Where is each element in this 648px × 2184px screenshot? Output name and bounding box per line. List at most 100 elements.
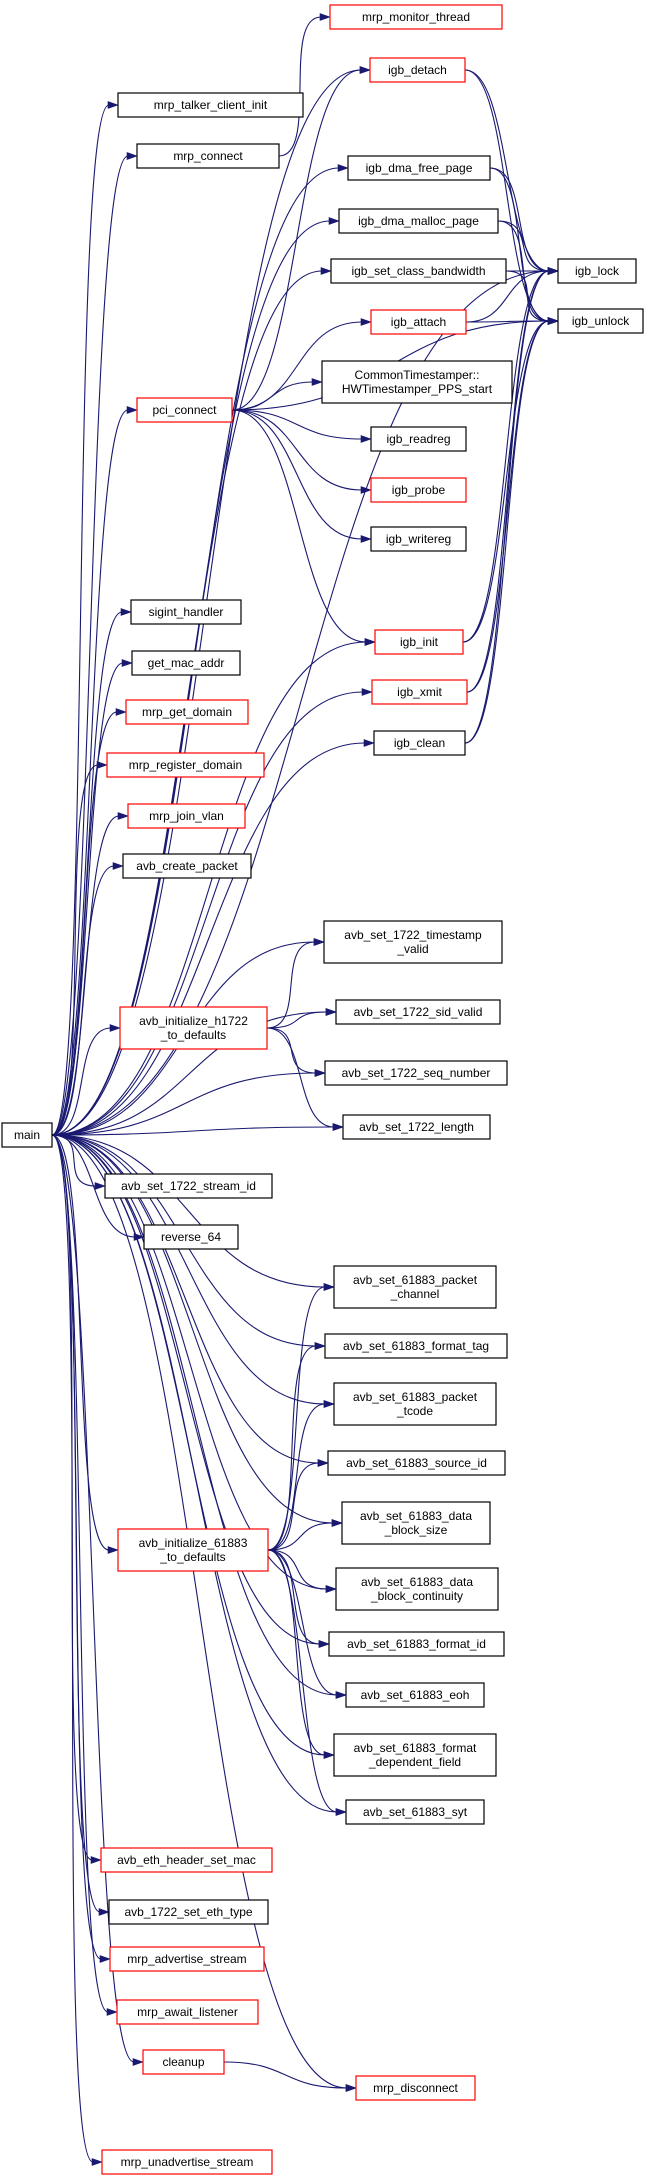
function-node-avb_create_packet[interactable]: avb_create_packet — [122, 853, 252, 879]
function-node-box — [370, 426, 467, 452]
function-node-main[interactable]: main — [1, 1122, 53, 1148]
function-node-label: reverse_64 — [161, 1230, 221, 1244]
call-edge-igb_xmit-to-igb_lock — [466, 267, 559, 693]
function-node-avb_set_1722_length[interactable]: avb_set_1722_length — [342, 1114, 491, 1140]
function-node-mrp_monitor_thread[interactable]: mrp_monitor_thread — [329, 4, 503, 30]
call-edge-main-to-mrp_advertise_stream — [51, 1134, 111, 1963]
call-edge-pci_connect-to-igb_readreg — [231, 409, 372, 443]
call-edge-main-to-mrp_register_domain — [51, 761, 108, 1136]
function-node-box — [338, 208, 499, 234]
function-node-sigint_handler[interactable]: sigint_handler — [130, 599, 242, 625]
call-edge-main-to-mrp_await_listener — [51, 1134, 118, 2016]
function-node-label: pci_connect — [152, 403, 217, 417]
function-node-avb_initialize_61883_to_defaults[interactable]: avb_initialize_61883_to_defaults — [117, 1528, 269, 1572]
function-node-label: mrp_disconnect — [373, 2081, 458, 2095]
function-node-box — [355, 2075, 476, 2101]
function-node-mrp_talker_client_init[interactable]: mrp_talker_client_init — [117, 92, 304, 118]
function-node-igb_set_class_bandwidth[interactable]: igb_set_class_bandwidth — [330, 258, 507, 284]
function-node-mrp_advertise_stream[interactable]: mrp_advertise_stream — [109, 1946, 265, 1972]
function-node-avb_set_61883_format_id[interactable]: avb_set_61883_format_id — [328, 1631, 505, 1657]
function-node-mrp_register_domain[interactable]: mrp_register_domain — [106, 752, 265, 778]
call-edge-pci_connect-to-igb_detach — [231, 66, 371, 411]
function-node-avb_set_61883_format_dependent_field[interactable]: avb_set_61883_format_dependent_field — [333, 1733, 497, 1777]
function-node-label: avb_set_61883_syt — [363, 1805, 468, 1819]
function-node-label: _to_defaults — [160, 1028, 226, 1042]
function-node-igb_detach[interactable]: igb_detach — [369, 57, 466, 83]
call-edge-avb_initialize_61883_to_defaults-to-avb_set_61883_packet_channel — [267, 1283, 335, 1551]
function-node-avb_initialize_h1722_to_defaults[interactable]: avb_initialize_h1722_to_defaults — [119, 1006, 268, 1050]
function-node-mrp_get_domain[interactable]: mrp_get_domain — [125, 699, 249, 725]
function-node-avb_1722_set_eth_type[interactable]: avb_1722_set_eth_type — [108, 1899, 269, 1925]
call-edge-main-to-avb_create_packet — [51, 862, 124, 1136]
function-node-box — [328, 1631, 505, 1657]
function-node-avb_set_1722_sid_valid[interactable]: avb_set_1722_sid_valid — [335, 999, 501, 1025]
function-node-label: igb_readreg — [386, 432, 450, 446]
function-node-box — [131, 650, 241, 676]
function-node-box — [122, 853, 252, 879]
function-node-label: _dependent_field — [368, 1755, 461, 1769]
function-node-box — [369, 57, 466, 83]
function-node-avb_set_61883_packet_channel[interactable]: avb_set_61883_packet_channel — [333, 1265, 497, 1309]
call-edge-avb_initialize_61883_to_defaults-to-avb_set_61883_syt — [267, 1549, 347, 1816]
call-edge-main-to-sigint_handler — [51, 608, 132, 1136]
call-edge-main-to-avb_set_61883_packet_channel — [51, 1134, 335, 1291]
function-node-pci_connect[interactable]: pci_connect — [136, 397, 233, 423]
call-edge-main-to-mrp_connect — [51, 152, 138, 1136]
function-node-igb_dma_malloc_page[interactable]: igb_dma_malloc_page — [338, 208, 499, 234]
function-node-avb_set_1722_seq_number[interactable]: avb_set_1722_seq_number — [324, 1060, 508, 1086]
function-node-avb_set_61883_data_block_size[interactable]: avb_set_61883_data_block_size — [341, 1501, 491, 1545]
function-node-avb_eth_header_set_mac[interactable]: avb_eth_header_set_mac — [100, 1847, 273, 1873]
function-node-get_mac_addr[interactable]: get_mac_addr — [131, 650, 241, 676]
function-node-mrp_join_vlan[interactable]: mrp_join_vlan — [127, 803, 246, 829]
function-node-label: igb_unlock — [572, 314, 630, 328]
function-node-box — [335, 1567, 499, 1611]
function-node-label: _tcode — [396, 1404, 433, 1418]
function-node-igb_attach[interactable]: igb_attach — [370, 309, 467, 335]
function-node-avb_set_61883_format_tag[interactable]: avb_set_61883_format_tag — [324, 1333, 508, 1359]
call-edge-pci_connect-to-igb_probe — [231, 409, 372, 494]
function-node-mrp_unadvertise_stream[interactable]: mrp_unadvertise_stream — [101, 2149, 273, 2175]
function-node-box — [117, 92, 304, 118]
function-node-igb_probe[interactable]: igb_probe — [370, 477, 467, 503]
function-node-igb_lock[interactable]: igb_lock — [557, 258, 637, 284]
function-node-label: igb_attach — [391, 315, 446, 329]
function-node-avb_set_61883_syt[interactable]: avb_set_61883_syt — [345, 1799, 485, 1825]
function-node-box — [136, 397, 233, 423]
function-node-box — [341, 1501, 491, 1545]
function-node-igb_xmit[interactable]: igb_xmit — [371, 679, 468, 705]
call-edge-avb_initialize_h1722_to_defaults-to-avb_set_1722_length — [266, 1027, 344, 1131]
function-node-box — [136, 143, 280, 169]
function-node-label: igb_dma_free_page — [366, 161, 473, 175]
call-edge-igb_clean-to-igb_lock — [464, 267, 559, 744]
function-node-avb_set_61883_packet_tcode[interactable]: avb_set_61883_packet_tcode — [333, 1382, 497, 1426]
function-node-reverse_64[interactable]: reverse_64 — [143, 1224, 239, 1250]
function-node-box — [106, 752, 265, 778]
function-node-label: igb_set_class_bandwidth — [351, 264, 485, 278]
function-node-avb_set_61883_eoh[interactable]: avb_set_61883_eoh — [345, 1682, 485, 1708]
function-node-label: igb_detach — [388, 63, 447, 77]
function-node-igb_init[interactable]: igb_init — [374, 629, 464, 655]
function-node-hwts_pps_start[interactable]: CommonTimestamper::HWTimestamper_PPS_sta… — [321, 360, 513, 404]
function-node-igb_unlock[interactable]: igb_unlock — [557, 308, 644, 334]
function-node-cleanup[interactable]: cleanup — [142, 2049, 225, 2075]
function-node-igb_writereg[interactable]: igb_writereg — [370, 526, 467, 552]
function-node-label: avb_initialize_61883 — [139, 1536, 248, 1550]
function-node-mrp_connect[interactable]: mrp_connect — [136, 143, 280, 169]
function-node-igb_readreg[interactable]: igb_readreg — [370, 426, 467, 452]
call-edge-pci_connect-to-hwts_pps_start — [231, 378, 323, 411]
function-node-igb_clean[interactable]: igb_clean — [373, 730, 466, 756]
function-node-avb_set_1722_timestamp_valid[interactable]: avb_set_1722_timestamp_valid — [323, 920, 503, 964]
function-node-mrp_disconnect[interactable]: mrp_disconnect — [355, 2075, 476, 2101]
function-node-igb_dma_free_page[interactable]: igb_dma_free_page — [347, 155, 491, 181]
function-node-avb_set_61883_source_id[interactable]: avb_set_61883_source_id — [327, 1450, 506, 1476]
function-node-box — [119, 1006, 268, 1050]
function-node-label: avb_set_1722_length — [359, 1120, 474, 1134]
function-node-avb_set_1722_stream_id[interactable]: avb_set_1722_stream_id — [104, 1173, 273, 1199]
function-node-box — [1, 1122, 53, 1148]
function-node-box — [373, 730, 466, 756]
call-edge-avb_initialize_61883_to_defaults-to-avb_set_61883_format_dependent_field — [267, 1549, 335, 1759]
function-node-avb_set_61883_data_block_continuity[interactable]: avb_set_61883_data_block_continuity — [335, 1567, 499, 1611]
function-node-box — [101, 2149, 273, 2175]
function-node-mrp_await_listener[interactable]: mrp_await_listener — [116, 1999, 259, 2025]
